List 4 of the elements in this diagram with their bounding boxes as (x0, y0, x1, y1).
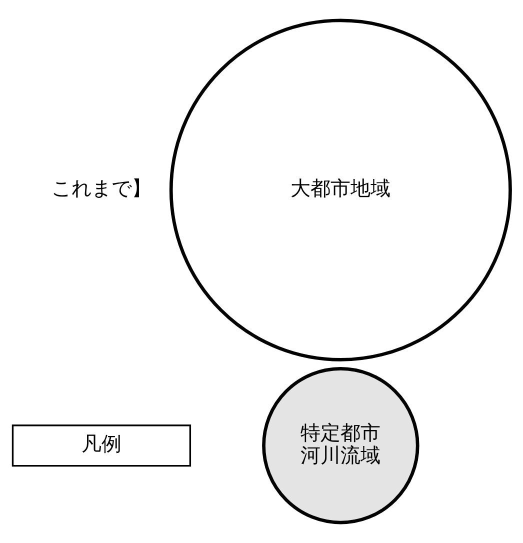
node-box: 凡例 (12, 424, 192, 467)
label: これまで】 (51, 176, 152, 200)
node-circle: 特定都市河川流域 (262, 366, 420, 524)
node-circle: 大都市地域 (169, 18, 512, 362)
